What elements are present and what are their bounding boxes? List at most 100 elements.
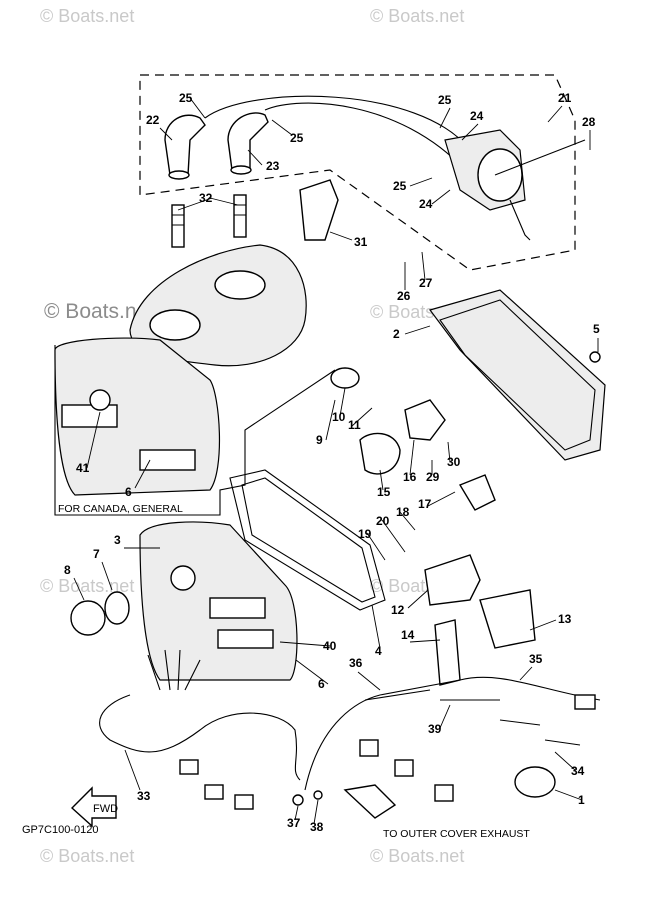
callout-25: 25	[290, 131, 304, 145]
electrical-components	[330, 367, 536, 686]
leader-line	[339, 387, 346, 417]
callout-30: 30	[447, 455, 461, 469]
watermark: © Boats.net	[370, 6, 464, 26]
leader-line	[447, 441, 451, 463]
leader-line	[159, 127, 173, 141]
callout-7: 7	[93, 547, 100, 561]
leader-line	[519, 666, 533, 681]
leader-line	[399, 511, 416, 531]
leader-line	[379, 469, 384, 491]
callout-6: 6	[125, 485, 132, 499]
leader-line	[351, 407, 373, 427]
canada-cover-box: FOR CANADA, GENERAL	[54, 337, 336, 516]
callout-36: 36	[349, 656, 363, 670]
leader-line	[124, 749, 141, 791]
leader-line	[409, 639, 441, 643]
callout-40: 40	[323, 639, 337, 653]
callout-10: 10	[332, 410, 346, 424]
callout-3: 3	[114, 533, 121, 547]
callout-18: 18	[396, 505, 410, 519]
leader-line	[313, 799, 319, 825]
callout-17: 17	[418, 497, 432, 511]
callout-4: 4	[375, 644, 382, 658]
leader-line	[439, 704, 451, 729]
callout-32: 32	[199, 191, 213, 205]
watermark: © Boats.net	[40, 846, 134, 866]
leader-line	[294, 805, 299, 821]
callout-37: 37	[287, 816, 301, 830]
callout-33: 33	[137, 789, 151, 803]
callout-15: 15	[377, 485, 391, 499]
leader-line	[189, 97, 206, 119]
callout-41: 41	[76, 461, 90, 475]
fwd-label: FWD	[93, 803, 118, 815]
callout-6: 6	[318, 677, 325, 691]
o-ring	[104, 591, 130, 625]
bracket	[299, 179, 339, 241]
callout-25: 25	[438, 93, 452, 107]
leader-line	[73, 577, 85, 601]
canada-caption: FOR CANADA, GENERAL	[58, 503, 183, 515]
watermark: © Boats.net	[370, 846, 464, 866]
leader-line	[547, 105, 563, 123]
ignition-group-outline	[139, 74, 576, 271]
callout-27: 27	[419, 276, 433, 290]
leader-line	[271, 119, 293, 136]
callout-28: 28	[582, 115, 596, 129]
cap	[70, 600, 106, 636]
callout-21: 21	[558, 91, 572, 105]
leader-line	[554, 751, 576, 771]
leader-line	[409, 177, 433, 187]
callout-25: 25	[393, 179, 407, 193]
clamp	[514, 766, 556, 798]
callout-38: 38	[310, 820, 324, 834]
callout-14: 14	[401, 628, 415, 642]
leader-line	[427, 491, 456, 507]
callout-8: 8	[64, 563, 71, 577]
callout-35: 35	[529, 652, 543, 666]
leader-line	[554, 789, 583, 801]
electrical-box	[428, 289, 606, 461]
wire-harness	[99, 649, 301, 810]
leader-line	[357, 671, 381, 691]
watermark: © Boats.net	[40, 6, 134, 26]
leader-line	[279, 641, 331, 647]
leader-line	[409, 439, 415, 476]
leader-line	[366, 532, 386, 561]
callout-34: 34	[571, 764, 585, 778]
leader-lines	[73, 97, 599, 825]
callout-9: 9	[316, 433, 323, 447]
leader-line	[209, 197, 239, 206]
leader-line	[101, 561, 113, 591]
leader-line	[431, 189, 451, 205]
callout-24: 24	[419, 197, 433, 211]
callouts: 25 22 25 23 25 24 21 28 25 24 32 31 26 2…	[64, 91, 600, 834]
leader-line	[529, 619, 557, 631]
plug-caps	[164, 95, 471, 180]
leader-line	[381, 519, 406, 553]
callout-2: 2	[393, 327, 400, 341]
callout-24: 24	[470, 109, 484, 123]
leader-line	[407, 589, 429, 609]
washer	[313, 790, 323, 800]
leader-line	[329, 231, 353, 241]
callout-26: 26	[397, 289, 411, 303]
leader-line	[247, 149, 263, 166]
cover	[139, 521, 298, 681]
callout-19: 19	[358, 527, 372, 541]
forward-arrow: FWD	[70, 786, 118, 828]
callout-12: 12	[391, 603, 405, 617]
spark-plugs	[171, 194, 247, 248]
leader-line	[325, 399, 336, 441]
callout-11: 11	[348, 418, 361, 432]
leader-line	[134, 459, 151, 489]
leader-line	[177, 197, 213, 211]
callout-31: 31	[354, 235, 368, 249]
callout-29: 29	[426, 470, 440, 484]
callout-5: 5	[593, 322, 600, 336]
cables	[304, 676, 601, 819]
exhaust-caption: TO OUTER COVER EXHAUST	[383, 828, 530, 840]
callout-1: 1	[578, 793, 585, 807]
ignition-coil	[444, 129, 586, 241]
